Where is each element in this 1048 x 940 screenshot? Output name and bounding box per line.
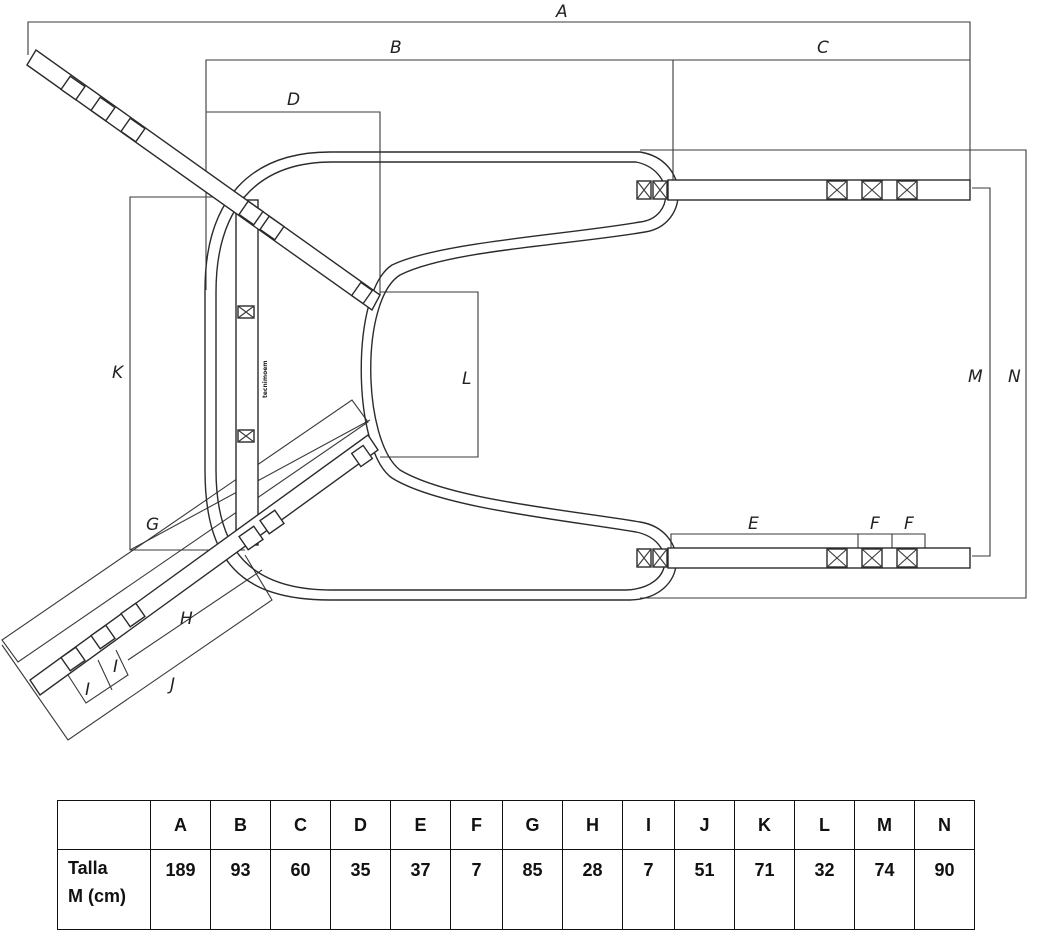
table-cell: 51: [674, 849, 735, 930]
dimension-l-line: [380, 291, 479, 458]
row-label-line-1: Talla: [68, 858, 108, 878]
table-cell: 93: [210, 849, 271, 930]
size-table: A B C D E F G H I J K L M N Talla M (cm)…: [57, 800, 975, 930]
table-cell: 32: [794, 849, 855, 930]
dimension-b-line: [205, 59, 970, 290]
column-header: C: [270, 800, 331, 850]
column-header: J: [674, 800, 735, 850]
label-j: J: [167, 675, 175, 695]
back-strip-buckle-2-cross: [237, 429, 255, 443]
label-h: H: [180, 609, 193, 629]
sling-inner-edge: [215, 161, 667, 591]
straps: [26, 48, 971, 696]
label-e: E: [748, 514, 759, 534]
table-cell: 7: [450, 849, 503, 930]
table-cell: 85: [502, 849, 563, 930]
label-f-1: F: [870, 514, 880, 534]
dimension-i-line: [67, 649, 129, 704]
column-header: G: [502, 800, 563, 850]
loop-crosses: [636, 180, 918, 568]
sling-outer-edge: [204, 151, 679, 601]
dimension-d-line: [206, 111, 381, 295]
dimension-e-line: [670, 533, 926, 548]
label-m: M: [968, 367, 983, 387]
label-a: A: [555, 2, 568, 22]
back-strip: [235, 199, 259, 546]
back-strip-buckle-1-cross: [237, 305, 255, 319]
column-header: A: [150, 800, 211, 850]
table-cell: 74: [854, 849, 915, 930]
dimension-m-line: [972, 187, 991, 557]
label-i-1: I: [85, 680, 90, 700]
label-k: K: [112, 363, 125, 383]
label-b: B: [390, 38, 402, 58]
label-c: C: [817, 38, 829, 58]
column-header: E: [390, 800, 451, 850]
label-d: D: [287, 90, 300, 110]
column-header: H: [562, 800, 623, 850]
dimension-j-line: [1, 554, 273, 741]
dimension-a-line: [27, 21, 971, 185]
strap-upper-right: [667, 179, 971, 201]
column-header: B: [210, 800, 271, 850]
dimension-labels: A B C D E F F G H I I J K L M N: [85, 2, 1021, 700]
label-f-2: F: [904, 514, 914, 534]
column-header: K: [734, 800, 795, 850]
column-header: D: [330, 800, 391, 850]
table-cell: 35: [330, 849, 391, 930]
strap-lower-left-loops: [60, 444, 374, 672]
sling-body: tecnimoem: [204, 151, 679, 601]
column-header: F: [450, 800, 503, 850]
table-cell: 71: [734, 849, 795, 930]
table-cell: 37: [390, 849, 451, 930]
column-header: N: [914, 800, 975, 850]
table-cell: 189: [150, 849, 211, 930]
dimension-h-line: [127, 569, 263, 661]
table-row: Talla M (cm) 189 93 60 35 37 7 85 28 7 5…: [57, 849, 975, 930]
strap-lower-right: [667, 547, 971, 569]
table-cell: 7: [622, 849, 675, 930]
dimension-n-line: [640, 149, 1027, 599]
dimension-lines: [1, 21, 1027, 741]
strap-upper-left: [26, 48, 381, 312]
table-cell: 90: [914, 849, 975, 930]
column-header: I: [622, 800, 675, 850]
brand-logo-text: tecnimoem: [262, 360, 269, 398]
column-header: L: [794, 800, 855, 850]
table-header-blank: [57, 800, 151, 850]
label-g: G: [146, 515, 159, 535]
table-cell: 28: [562, 849, 623, 930]
sling-diagram: tecnimoem: [1, 2, 1027, 741]
label-l: L: [462, 369, 471, 389]
strap-upper-left-loops: [60, 75, 374, 305]
dimension-k-line: [129, 196, 245, 551]
table-cell: 60: [270, 849, 331, 930]
table-header-row: A B C D E F G H I J K L M N: [57, 800, 975, 850]
label-n: N: [1008, 367, 1021, 387]
label-i-2: I: [113, 657, 118, 677]
strap-lower-left: [29, 434, 379, 696]
dimension-i-divider: [97, 659, 113, 691]
row-label-line-2: M (cm): [68, 886, 126, 906]
row-label: Talla M (cm): [57, 849, 151, 930]
column-header: M: [854, 800, 915, 850]
